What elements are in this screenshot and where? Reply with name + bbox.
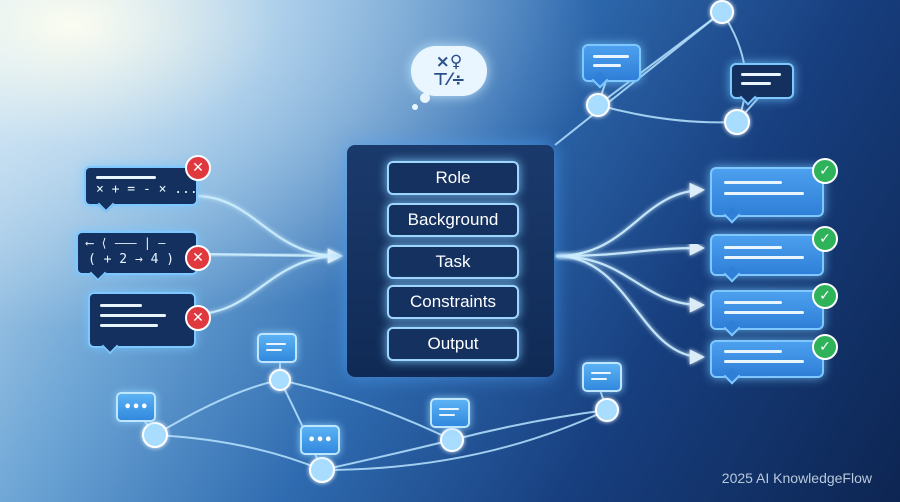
- edge: [154, 379, 281, 436]
- network-node: [724, 109, 750, 135]
- text-line: [100, 314, 166, 317]
- check-icon: ✓: [812, 158, 838, 184]
- text-line: [724, 350, 782, 353]
- reject-icon: ✕: [185, 155, 211, 181]
- thought-dot: [412, 104, 418, 110]
- input-flow: [194, 194, 344, 264]
- field-role: Role: [387, 161, 519, 195]
- edge: [321, 409, 608, 471]
- chat-bubble: [582, 44, 641, 89]
- output-flow: [555, 240, 706, 258]
- chat-bubble: [730, 63, 794, 106]
- input-text: ( + 2 → 4 ): [88, 252, 175, 267]
- text-line: [724, 181, 782, 184]
- reject-icon: ✕: [185, 305, 211, 331]
- text-line: [741, 82, 771, 85]
- check-icon: ✓: [812, 334, 838, 360]
- accepted-output-1: [710, 167, 824, 224]
- edge: [321, 439, 453, 471]
- edge: [154, 434, 323, 471]
- thought-bubble: ×♀ ⊤⁄÷: [411, 46, 487, 96]
- output-flow: [555, 254, 706, 313]
- text-line: [593, 64, 621, 67]
- check-icon: ✓: [812, 283, 838, 309]
- input-flow: [194, 252, 341, 258]
- chat-dots-icon: •••: [116, 392, 156, 422]
- edge: [279, 379, 453, 441]
- accepted-output-4: [710, 340, 824, 385]
- thought-dot: [420, 93, 430, 103]
- text-line: [593, 55, 629, 58]
- rejected-input-2: ⟵ ⟨ ——— | — ( + 2 → 4 ): [76, 231, 198, 282]
- network-node: [440, 428, 464, 452]
- output-flow: [555, 254, 706, 365]
- network-node: [309, 457, 335, 483]
- edge: [597, 104, 738, 124]
- rejected-input-3: [88, 292, 196, 355]
- network-node: [269, 369, 291, 391]
- rejected-input-1: × + = - × ...: [84, 166, 198, 213]
- text-line: [100, 324, 158, 327]
- network-node: [142, 422, 168, 448]
- text-line: [724, 301, 782, 304]
- input-flow: [194, 254, 341, 316]
- field-task: Task: [387, 245, 519, 279]
- text-line: [724, 360, 804, 363]
- network-node: [710, 0, 734, 24]
- input-text: × + = - × ...: [96, 182, 198, 197]
- text-line: [100, 304, 142, 307]
- check-icon: ✓: [812, 226, 838, 252]
- chat-lines-icon: [257, 333, 297, 363]
- text-line: [724, 311, 804, 314]
- reject-icon: ✕: [185, 245, 211, 271]
- network-node: [586, 93, 610, 117]
- accepted-output-2: [710, 234, 824, 283]
- text-line: [724, 256, 804, 259]
- input-text: ⟵ ⟨ ——— | —: [86, 236, 166, 250]
- prompt-structure-panel: Role Background Task Constraints Output: [347, 145, 554, 377]
- field-constraints: Constraints: [387, 285, 519, 319]
- watermark: 2025 AI KnowledgeFlow: [721, 470, 872, 486]
- edge: [451, 409, 608, 441]
- text-line: [724, 192, 804, 195]
- output-flow: [555, 182, 706, 258]
- chat-lines-icon: [430, 398, 470, 428]
- text-line: [96, 176, 156, 179]
- chat-dots-icon: •••: [300, 425, 340, 455]
- edge: [597, 11, 723, 106]
- network-node: [595, 398, 619, 422]
- text-line: [724, 246, 782, 249]
- chat-lines-icon: [582, 362, 622, 392]
- text-line: [741, 73, 781, 76]
- field-output: Output: [387, 327, 519, 361]
- field-background: Background: [387, 203, 519, 237]
- accepted-output-3: [710, 290, 824, 337]
- math-symbols-icon: ×♀ ⊤⁄÷: [432, 52, 466, 90]
